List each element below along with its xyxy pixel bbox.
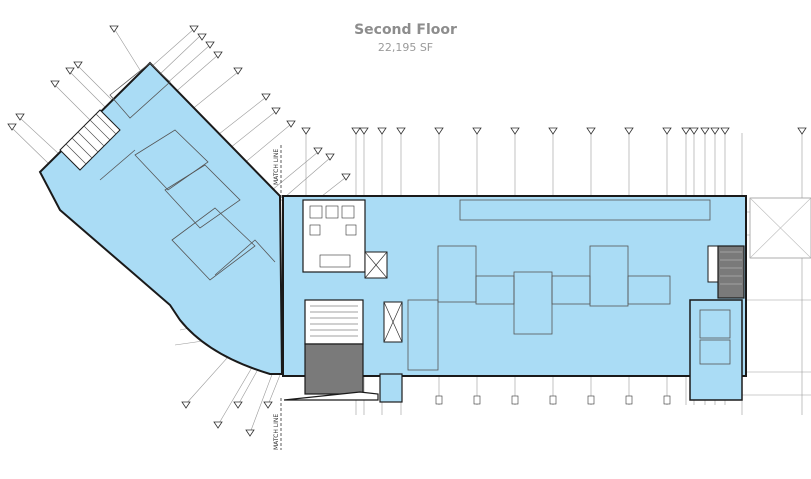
- east-stair-treads: [720, 251, 742, 285]
- elevator-x-marks: [364, 251, 403, 343]
- grid-markers-top: [301, 127, 807, 135]
- match-line-label-top: MATCH LINE: [273, 149, 280, 185]
- south-canopy: [283, 391, 379, 401]
- floor-title: Second Floor: [354, 22, 457, 38]
- match-line-label-bottom: MATCH LINE: [273, 414, 280, 450]
- column-markers: [435, 395, 671, 405]
- restroom-fixtures: [309, 205, 357, 268]
- east-stair-core: [717, 245, 745, 299]
- east-partitions: [407, 199, 731, 371]
- stair-core: [304, 299, 364, 345]
- shaft-core: [304, 343, 364, 395]
- west-wing: [38, 61, 284, 375]
- west-stair-treads: [65, 113, 117, 165]
- west-wing-partitions: [99, 62, 276, 281]
- floor-area: 22,195 SF: [377, 41, 434, 54]
- terrace-cross: [749, 197, 811, 259]
- stair-treads: [310, 305, 358, 337]
- east-floor-annex: [689, 299, 743, 401]
- south-projection: [379, 373, 403, 403]
- grid-markers-west: [7, 25, 351, 437]
- west-wing-stair: [59, 109, 121, 171]
